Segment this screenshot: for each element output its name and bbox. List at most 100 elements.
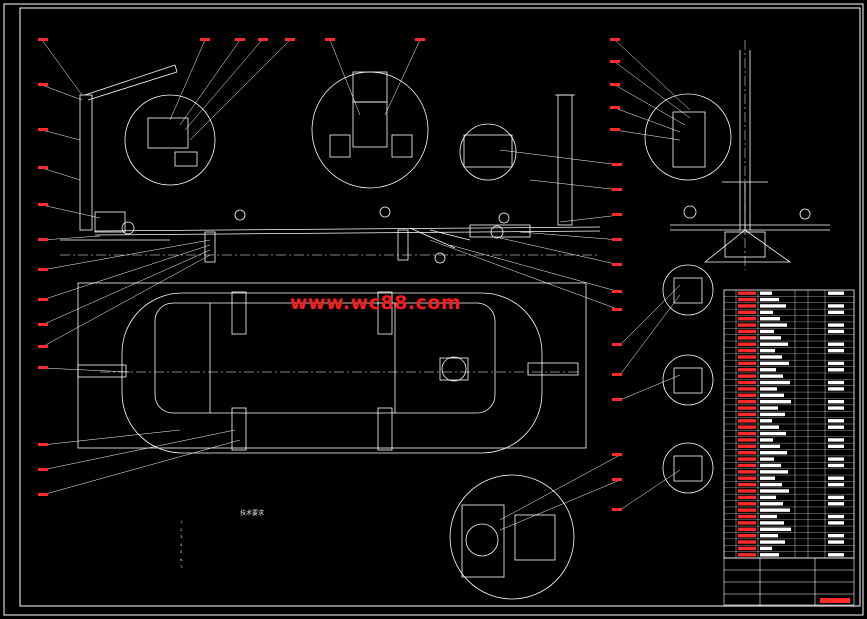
table-cell-material bbox=[828, 419, 844, 423]
table-cell-material bbox=[828, 348, 844, 353]
table-cell-code bbox=[738, 431, 756, 436]
leader-lines bbox=[41, 39, 691, 531]
table-cell-name bbox=[760, 533, 778, 538]
table-cell-material bbox=[828, 502, 844, 506]
table-cell-material bbox=[828, 514, 844, 519]
table-cell-code bbox=[738, 368, 756, 372]
note-line: 7. bbox=[180, 565, 184, 569]
table-cell-material bbox=[828, 387, 844, 391]
table-cell-name bbox=[760, 463, 781, 468]
table-cell-code bbox=[738, 425, 756, 429]
part-balloons bbox=[38, 38, 622, 511]
table-cell-material bbox=[828, 342, 844, 346]
table-cell-code bbox=[738, 527, 756, 531]
table-cell-material bbox=[828, 380, 844, 385]
technical-requirements: 技术要求 1. 2. 3. 4. 5. 6. 7. bbox=[180, 509, 440, 572]
table-cell-code bbox=[738, 502, 756, 506]
table-cell-name bbox=[760, 348, 775, 353]
table-cell-code bbox=[738, 476, 756, 480]
table-cell-name bbox=[760, 336, 781, 340]
table-cell-name bbox=[760, 476, 775, 480]
table-cell-code bbox=[738, 399, 756, 404]
notes-title: 技术要求 bbox=[240, 510, 265, 517]
center-lines bbox=[60, 40, 746, 373]
table-cell-name bbox=[760, 553, 779, 557]
table-cell-material bbox=[828, 368, 844, 372]
table-cell-name bbox=[760, 368, 776, 372]
table-cell-code bbox=[738, 457, 756, 461]
table-cell-material bbox=[828, 540, 844, 544]
table-cell-code bbox=[738, 387, 756, 391]
table-cell-code bbox=[738, 374, 756, 378]
table-cell-code bbox=[738, 514, 756, 519]
table-cell-code bbox=[738, 470, 756, 474]
table-cell-code bbox=[738, 463, 756, 468]
table-cell-name bbox=[760, 425, 779, 429]
table-cell-code bbox=[738, 489, 756, 493]
table-cell-code bbox=[738, 310, 756, 315]
table-cell-name bbox=[760, 451, 787, 455]
table-cell-name bbox=[760, 310, 773, 315]
note-line: 5. bbox=[180, 550, 184, 554]
table-cell-code bbox=[738, 546, 756, 551]
table-cell-name bbox=[760, 419, 772, 423]
table-cell-material bbox=[828, 304, 844, 308]
table-cell-code bbox=[738, 412, 756, 417]
table-cell-code bbox=[738, 342, 756, 346]
table-cell-name bbox=[760, 521, 784, 525]
table-cell-material bbox=[828, 457, 844, 461]
plan-view bbox=[77, 282, 587, 454]
table-cell-code bbox=[738, 304, 756, 308]
table-cell-name bbox=[760, 514, 777, 519]
table-cell-code bbox=[738, 361, 756, 366]
table-cell-material bbox=[828, 329, 844, 334]
table-cell-material bbox=[828, 444, 844, 449]
table-cell-material bbox=[828, 323, 844, 327]
table-cell-name bbox=[760, 291, 772, 295]
table-cell-code bbox=[738, 521, 756, 525]
table-cell-code bbox=[738, 323, 756, 327]
table-cell-name bbox=[760, 361, 789, 366]
table-cell-name bbox=[760, 380, 790, 385]
table-cell-code bbox=[738, 348, 756, 353]
note-line: 6. bbox=[180, 557, 184, 562]
table-cell-name bbox=[760, 342, 788, 346]
table-cell-name bbox=[760, 431, 786, 436]
table-cell-code bbox=[738, 508, 756, 512]
front-view bbox=[60, 64, 601, 264]
table-cell-material bbox=[828, 476, 844, 480]
table-cell-code bbox=[738, 380, 756, 385]
table-cell-name bbox=[760, 495, 776, 500]
table-cell-material bbox=[828, 361, 844, 366]
table-cell-material bbox=[828, 482, 844, 487]
table-cell-code bbox=[738, 291, 756, 295]
table-cell-name bbox=[760, 489, 789, 493]
side-view bbox=[670, 50, 830, 263]
table-cell-name bbox=[760, 482, 782, 487]
table-cell-code bbox=[738, 533, 756, 538]
table-cell-name bbox=[760, 329, 774, 334]
table-cell-code bbox=[738, 393, 756, 397]
note-line: 3. bbox=[180, 535, 184, 539]
table-cell-code bbox=[738, 444, 756, 449]
table-cell-material bbox=[828, 425, 844, 429]
table-cell-name bbox=[760, 438, 773, 442]
table-cell-code bbox=[738, 297, 756, 302]
table-cell-code bbox=[738, 419, 756, 423]
table-cell-material bbox=[828, 553, 844, 557]
table-cell-code bbox=[738, 553, 756, 557]
table-cell-name bbox=[760, 502, 783, 506]
outer-border bbox=[3, 3, 864, 616]
note-line: 4. bbox=[180, 542, 184, 547]
table-cell-code bbox=[738, 482, 756, 487]
table-cell-name bbox=[760, 393, 784, 397]
title-block bbox=[723, 557, 855, 606]
table-cell-name bbox=[760, 304, 786, 308]
table-cell-name bbox=[760, 387, 777, 391]
table-cell-code bbox=[738, 438, 756, 442]
table-cell-material bbox=[828, 438, 844, 442]
inner-border bbox=[19, 7, 861, 607]
table-cell-code bbox=[738, 495, 756, 500]
